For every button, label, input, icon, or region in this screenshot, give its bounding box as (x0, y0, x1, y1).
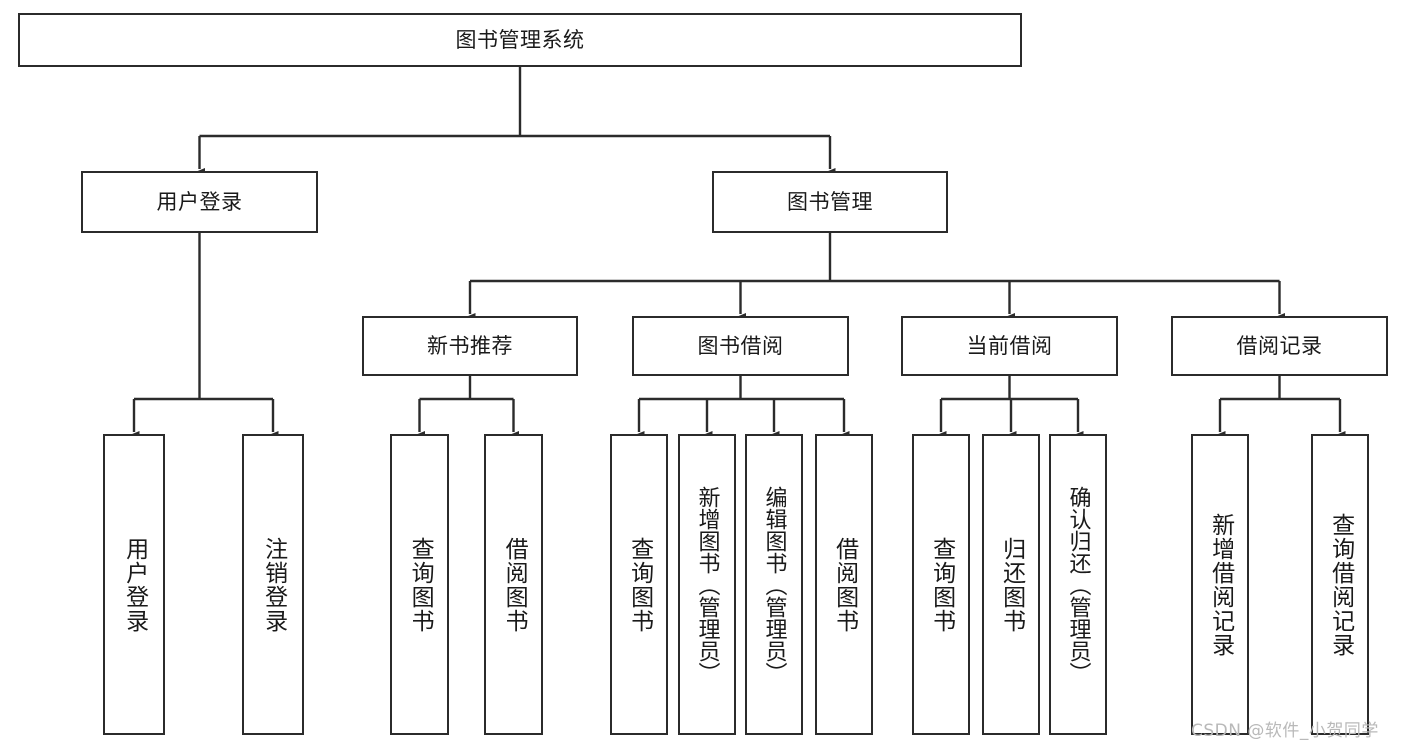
node-leaf-query-record[interactable]: 查询借阅记录 (1311, 434, 1369, 735)
node-current-borrow[interactable]: 当前借阅 (901, 316, 1118, 376)
node-label-leaf-borrow-book-2: 借阅图书 (831, 536, 858, 633)
node-label-leaf-logout: 注销登录 (260, 536, 287, 633)
node-leaf-query-book-1[interactable]: 查询图书 (390, 434, 449, 735)
node-label-book-manage: 图书管理 (787, 189, 873, 214)
node-root[interactable]: 图书管理系统 (18, 13, 1022, 67)
node-leaf-return-book[interactable]: 归还图书 (982, 434, 1040, 735)
node-label-leaf-query-record: 查询借阅记录 (1327, 512, 1354, 657)
node-label-leaf-user-login: 用户登录 (121, 536, 148, 633)
node-label-leaf-return-book: 归还图书 (998, 536, 1025, 633)
node-leaf-borrow-book-2[interactable]: 借阅图书 (815, 434, 873, 735)
node-label-new-book-rec: 新书推荐 (427, 333, 513, 358)
node-label-leaf-borrow-book-1: 借阅图书 (501, 536, 528, 633)
node-leaf-query-book-2[interactable]: 查询图书 (610, 434, 668, 735)
node-label-borrow-record: 借阅记录 (1236, 333, 1323, 358)
node-label-leaf-add-book: 新增图书（管理员） (694, 485, 720, 684)
edge-group (128, 67, 1346, 440)
node-label-leaf-query-book-3: 查询图书 (928, 536, 955, 633)
node-label-leaf-confirm-return: 确认归还（管理员） (1065, 485, 1091, 684)
node-book-manage[interactable]: 图书管理 (712, 171, 948, 233)
node-leaf-confirm-return[interactable]: 确认归还（管理员） (1049, 434, 1107, 735)
node-label-current-borrow: 当前借阅 (966, 333, 1053, 358)
node-book-borrow[interactable]: 图书借阅 (632, 316, 849, 376)
node-label-leaf-edit-book: 编辑图书（管理员） (761, 485, 787, 684)
node-label-root: 图书管理系统 (455, 27, 585, 52)
node-user-login[interactable]: 用户登录 (81, 171, 318, 233)
node-label-user-login: 用户登录 (156, 189, 243, 214)
node-leaf-user-login[interactable]: 用户登录 (103, 434, 165, 735)
node-label-leaf-query-book-2: 查询图书 (626, 536, 653, 633)
node-new-book-rec[interactable]: 新书推荐 (362, 316, 578, 376)
node-leaf-edit-book[interactable]: 编辑图书（管理员） (745, 434, 803, 735)
node-leaf-add-book[interactable]: 新增图书（管理员） (678, 434, 736, 735)
node-borrow-record[interactable]: 借阅记录 (1171, 316, 1388, 376)
node-label-book-borrow: 图书借阅 (697, 333, 784, 358)
node-leaf-logout[interactable]: 注销登录 (242, 434, 304, 735)
node-leaf-add-record[interactable]: 新增借阅记录 (1191, 434, 1249, 735)
csdn-watermark: CSDN @软件_小贺同学 (1191, 721, 1379, 741)
node-leaf-query-book-3[interactable]: 查询图书 (912, 434, 970, 735)
node-leaf-borrow-book-1[interactable]: 借阅图书 (484, 434, 543, 735)
node-label-leaf-add-record: 新增借阅记录 (1207, 512, 1234, 657)
node-label-leaf-query-book-1: 查询图书 (407, 536, 434, 633)
